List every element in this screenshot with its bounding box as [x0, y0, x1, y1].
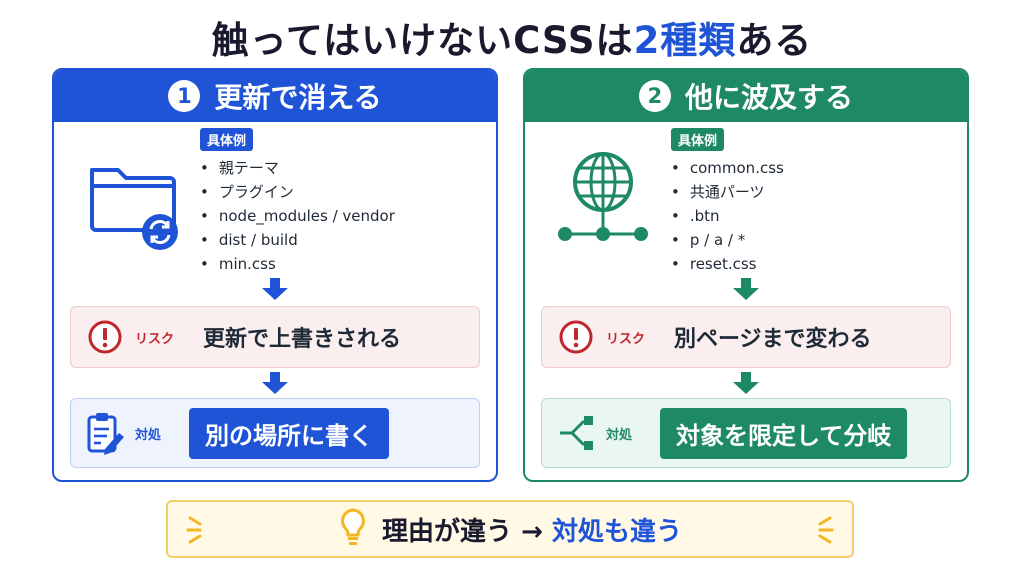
examples-block: 具体例 common.css 共通パーツ .btn p / a / * rese…: [671, 128, 784, 276]
action-text: 対象を限定して分岐: [660, 407, 908, 459]
panel-header: 2 他に波及する: [525, 70, 967, 122]
risk-label: リスク: [135, 331, 175, 347]
summary-left: 理由が違う: [382, 516, 513, 547]
risk-box: リスク 別ページまで変わる: [541, 306, 951, 368]
arrow-right-icon: →: [521, 516, 543, 547]
panel-side-effect: 2 他に波及する 具体例 common.css 共通パーツ .btn p / a…: [523, 68, 969, 482]
list-item: dist / build: [200, 228, 395, 252]
action-text: 別の場所に書く: [189, 407, 389, 459]
page-title: 触ってはいけないCSSは2種類ある: [0, 10, 1024, 64]
lightbulb-icon: [338, 507, 368, 551]
examples-block: 具体例 親テーマ プラグイン node_modules / vendor dis…: [200, 128, 395, 276]
arrow-down-icon: [733, 278, 759, 300]
action-label: 対処: [135, 427, 162, 443]
action-box: 対処 別の場所に書く: [70, 398, 480, 468]
title-highlight: 2種類: [633, 19, 737, 62]
summary-right: 対処も違う: [551, 516, 682, 547]
action-box: 対処 対象を限定して分岐: [541, 398, 951, 468]
summary-banner: 理由が違う → 対処も違う: [166, 500, 854, 558]
examples-label: 具体例: [671, 128, 725, 151]
globe-network-icon: [551, 142, 661, 252]
branch-icon: [556, 413, 596, 453]
risk-label: リスク: [606, 331, 646, 347]
list-item: 共通パーツ: [671, 180, 784, 204]
title-suffix: ある: [736, 19, 813, 62]
risk-box: リスク 更新で上書きされる: [70, 306, 480, 368]
arrow-down-icon: [262, 372, 288, 394]
examples-list: 親テーマ プラグイン node_modules / vendor dist / …: [200, 156, 395, 276]
panel-heading: 他に波及する: [684, 81, 853, 114]
arrow-down-icon: [733, 372, 759, 394]
spark-right-icon: [818, 516, 834, 544]
list-item: p / a / *: [671, 228, 784, 252]
spark-left-icon: [186, 516, 202, 544]
title-prefix: 触ってはいけないCSSは: [211, 19, 634, 62]
list-item: reset.css: [671, 252, 784, 276]
list-item: common.css: [671, 156, 784, 180]
action-label: 対処: [606, 427, 633, 443]
panel-number: 1: [168, 80, 201, 112]
panel-header: 1 更新で消える: [54, 70, 496, 122]
list-item: .btn: [671, 204, 784, 228]
examples-label: 具体例: [200, 128, 254, 151]
arrow-down-icon: [262, 278, 288, 300]
list-item: 親テーマ: [200, 156, 395, 180]
panel-heading: 更新で消える: [214, 81, 382, 114]
warning-icon: [556, 317, 596, 357]
warning-icon: [85, 317, 125, 357]
examples-list: common.css 共通パーツ .btn p / a / * reset.cs…: [671, 156, 784, 276]
risk-text: 別ページまで変わる: [674, 327, 872, 352]
panel-update-lost: 1 更新で消える 具体例 親テーマ プラグイン node_modules / v…: [52, 68, 498, 482]
summary-text: 理由が違う → 対処も違う: [382, 511, 682, 548]
clipboard-edit-icon: [85, 413, 125, 455]
risk-text: 更新で上書きされる: [203, 327, 402, 352]
folder-sync-icon: [80, 142, 190, 252]
panel-number: 2: [638, 80, 671, 112]
list-item: プラグイン: [200, 180, 395, 204]
list-item: min.css: [200, 252, 395, 276]
list-item: node_modules / vendor: [200, 204, 395, 228]
